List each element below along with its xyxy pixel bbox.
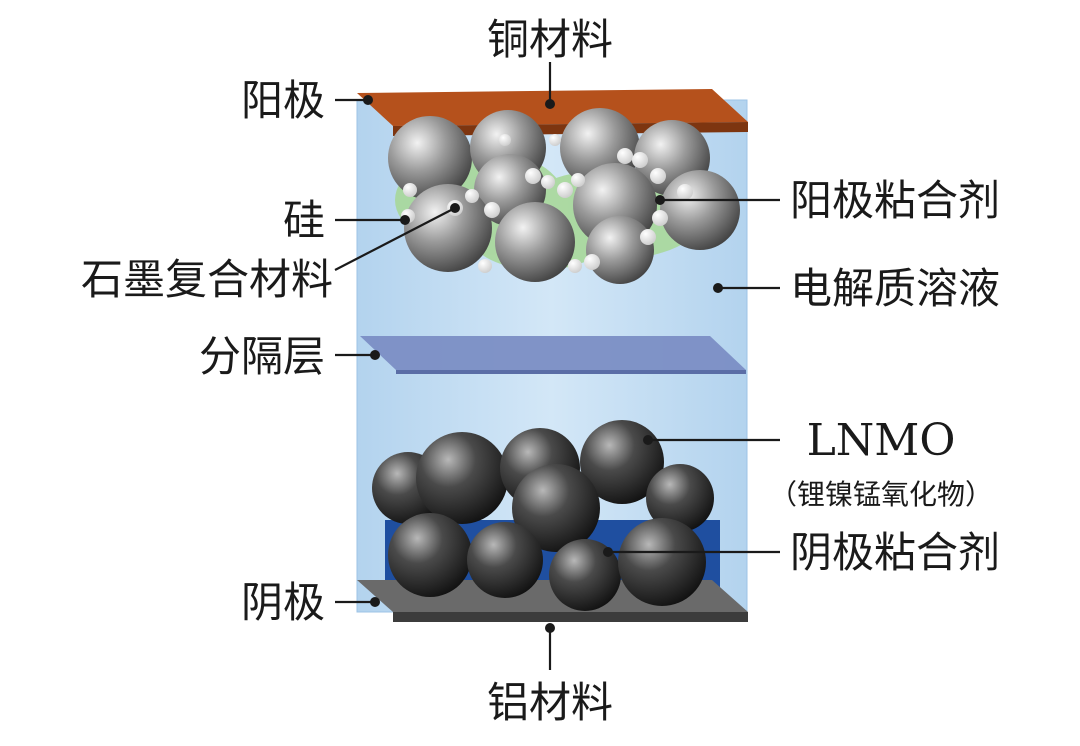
label-copper: 铜材料 bbox=[487, 15, 613, 64]
label-anode-binder: 阳极粘合剂 bbox=[790, 176, 1000, 225]
anode-particles bbox=[388, 108, 740, 284]
lnmo-particle bbox=[549, 539, 621, 611]
separator-layer bbox=[360, 336, 746, 370]
label-lnmo-full: （锂镍锰氧化物） bbox=[769, 478, 993, 511]
label-aluminum: 铝材料 bbox=[487, 678, 613, 727]
graphite-particle bbox=[404, 184, 492, 272]
lnmo-particle bbox=[512, 464, 600, 552]
graphite-particle bbox=[495, 202, 575, 282]
label-electrolyte: 电解质溶液 bbox=[790, 264, 1000, 313]
label-silicon: 硅 bbox=[283, 196, 325, 245]
separator-edge bbox=[396, 370, 746, 374]
graphite-particle bbox=[586, 216, 654, 284]
lnmo-particle bbox=[618, 518, 706, 606]
leader-lines bbox=[334, 62, 780, 670]
lnmo-particle bbox=[388, 513, 472, 597]
label-lnmo: LNMO bbox=[807, 415, 956, 466]
lnmo-particle bbox=[646, 464, 714, 532]
label-cathode-binder: 阴极粘合剂 bbox=[790, 528, 1000, 577]
label-cathode: 阴极 bbox=[241, 578, 325, 627]
silicon-particles bbox=[401, 134, 693, 273]
graphite-particle bbox=[660, 170, 740, 250]
label-separator: 分隔层 bbox=[199, 332, 325, 381]
lnmo-particle bbox=[580, 420, 664, 504]
label-graphite-composite: 石墨复合材料 bbox=[81, 255, 333, 304]
lnmo-particle bbox=[467, 522, 543, 598]
label-anode: 阳极 bbox=[241, 76, 325, 125]
aluminum-plate-edge bbox=[393, 612, 748, 622]
leader-dots bbox=[363, 95, 723, 633]
lnmo-particles bbox=[372, 420, 714, 611]
lnmo-particle bbox=[416, 432, 508, 524]
graphite-particle bbox=[388, 116, 472, 200]
